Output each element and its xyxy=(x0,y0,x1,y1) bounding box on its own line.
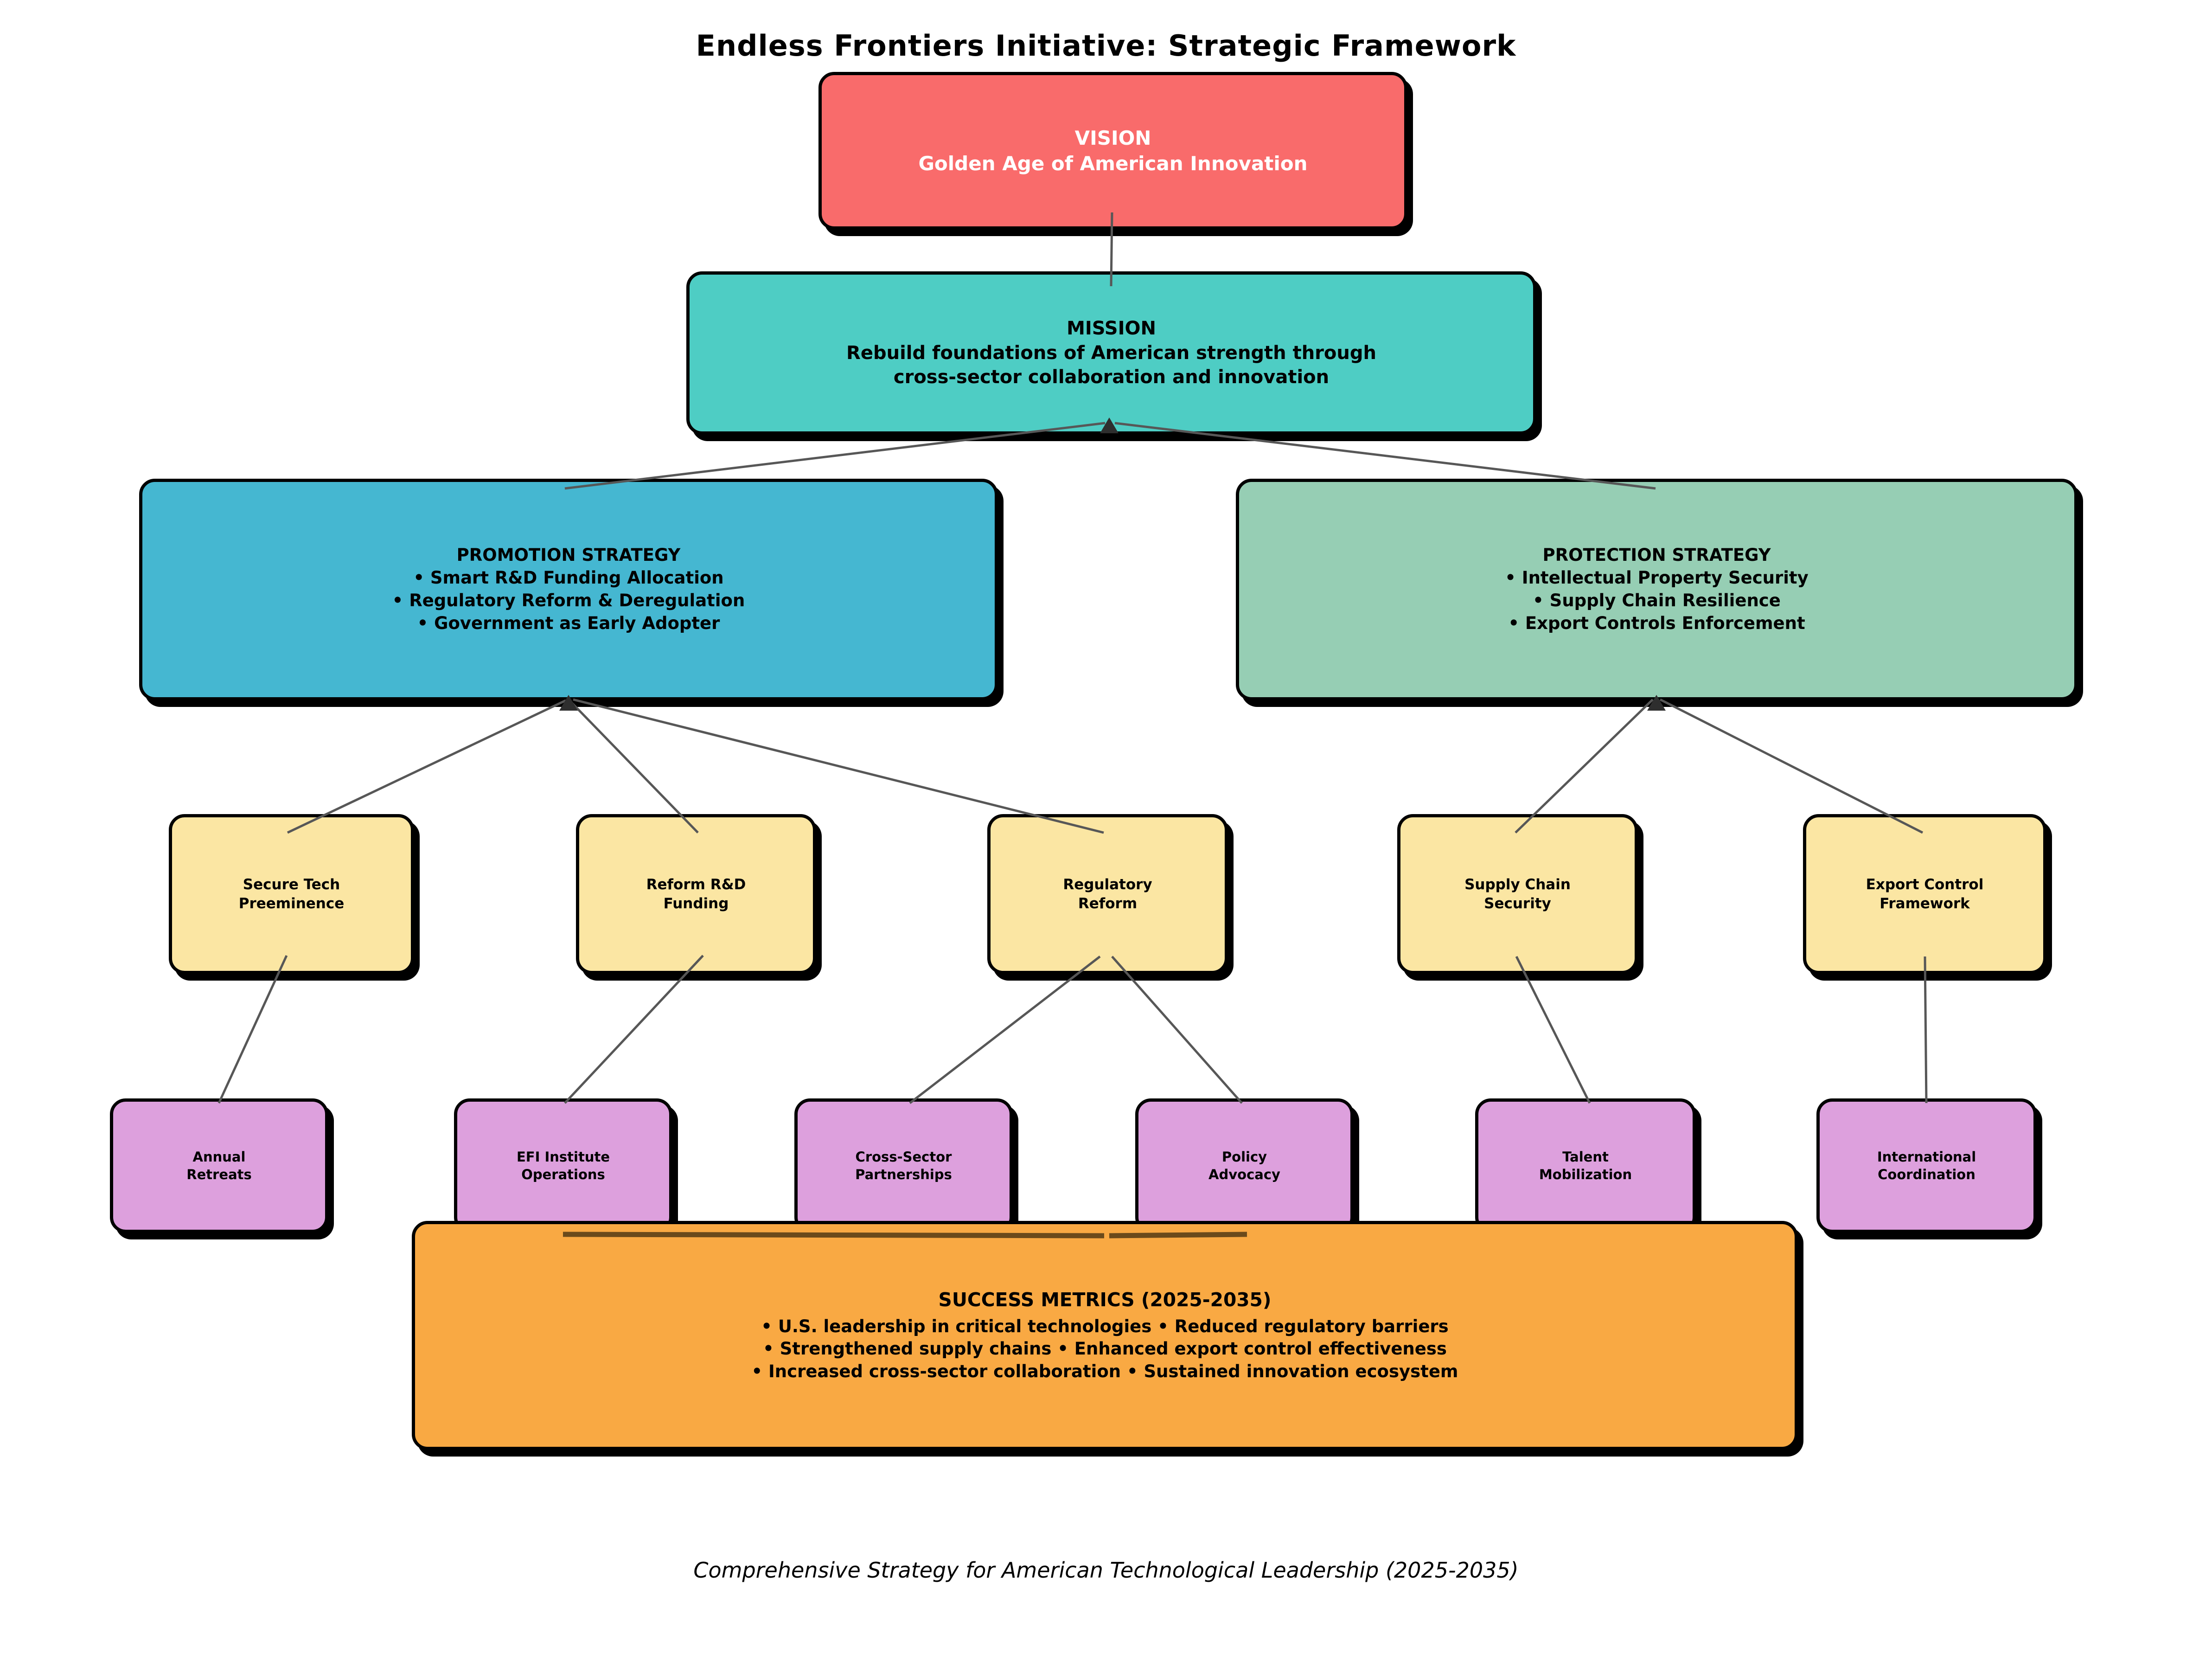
node-promotion-strategy: PROMOTION STRATEGY • Smart R&D Funding Al… xyxy=(139,479,998,700)
node-mission: MISSION Rebuild foundations of American s… xyxy=(686,271,1536,435)
node-supply-chain-security-line-1: Security xyxy=(1484,895,1551,912)
node-promotion-strategy-line-2: • Regulatory Reform & Deregulation xyxy=(392,591,745,610)
node-mission-line-1: Rebuild foundations of American strength… xyxy=(846,342,1376,364)
node-cross-sector-partnerships-line-1: Partnerships xyxy=(855,1167,952,1182)
node-success-metrics-line-1: • U.S. leadership in critical technologi… xyxy=(761,1316,1449,1336)
connector-line xyxy=(569,700,699,834)
node-protection-strategy-line-1: • Intellectual Property Security xyxy=(1505,568,1809,588)
node-international-coordination-line-0: International xyxy=(1877,1149,1976,1165)
connector-line xyxy=(1924,956,1928,1104)
node-protection-strategy-line-0: PROTECTION STRATEGY xyxy=(1542,545,1771,565)
node-vision-line-0: VISION xyxy=(1074,126,1151,149)
node-regulatory-reform-line-0: Regulatory xyxy=(1063,876,1152,893)
node-annual-retreats-line-1: Retreats xyxy=(186,1167,252,1182)
node-success-metrics-line-2: • Strengthened supply chains • Enhanced … xyxy=(763,1339,1447,1359)
node-efi-institute-operations-line-1: Operations xyxy=(521,1167,605,1182)
node-promotion-strategy-line-3: • Government as Early Adopter xyxy=(417,613,720,633)
node-promotion-strategy-line-1: • Smart R&D Funding Allocation xyxy=(413,568,724,588)
node-regulatory-reform-line-1: Reform xyxy=(1078,895,1138,912)
node-cross-sector-partnerships-line-0: Cross-Sector xyxy=(855,1149,952,1165)
connector-line xyxy=(1111,956,1243,1104)
node-export-control-framework-line-0: Export Control xyxy=(1866,876,1984,893)
node-talent-mobilization-line-1: Mobilization xyxy=(1539,1167,1632,1182)
connector-line xyxy=(564,955,704,1104)
node-efi-institute-operations-line-0: EFI Institute xyxy=(516,1149,610,1165)
connector-line xyxy=(909,956,1101,1104)
node-international-coordination-line-1: Coordination xyxy=(1878,1167,1975,1182)
node-reform-rd-funding-line-1: Funding xyxy=(663,895,729,912)
node-protection-strategy-line-2: • Supply Chain Resilience xyxy=(1533,591,1781,610)
connector-line xyxy=(287,699,567,834)
node-reform-rd-funding: Reform R&D Funding xyxy=(576,814,816,974)
connector-line xyxy=(1515,699,1654,834)
page-title: Endless Frontiers Initiative: Strategic … xyxy=(696,29,1516,63)
node-reform-rd-funding-line-0: Reform R&D xyxy=(646,876,746,893)
node-annual-retreats-line-0: Annual xyxy=(192,1149,246,1165)
node-mission-line-2: cross-sector collaboration and innovatio… xyxy=(893,366,1330,388)
node-mission-line-0: MISSION xyxy=(1067,317,1156,339)
node-protection-strategy-line-3: • Export Controls Enforcement xyxy=(1508,613,1805,633)
node-vision: VISION Golden Age of American Innovation xyxy=(818,72,1407,230)
footer-caption: Comprehensive Strategy for American Tech… xyxy=(693,1558,1519,1583)
node-policy-advocacy-line-1: Advocacy xyxy=(1208,1167,1280,1182)
node-secure-tech-preeminence-line-0: Secure Tech xyxy=(243,876,340,893)
node-secure-tech-preeminence-line-1: Preeminence xyxy=(238,895,345,912)
connector-line xyxy=(217,955,288,1104)
connector-line xyxy=(1659,698,1924,834)
node-success-metrics: SUCCESS METRICS (2025-2035) • U.S. leader… xyxy=(412,1221,1798,1450)
node-success-metrics-line-3: • Increased cross-sector collaboration •… xyxy=(751,1361,1458,1382)
node-promotion-strategy-line-0: PROMOTION STRATEGY xyxy=(456,545,681,565)
connector-line xyxy=(1515,956,1591,1104)
node-policy-advocacy-line-0: Policy xyxy=(1221,1149,1267,1165)
node-success-metrics-line-0: SUCCESS METRICS (2025-2035) xyxy=(938,1288,1272,1311)
node-supply-chain-security-line-0: Supply Chain xyxy=(1464,876,1571,893)
node-talent-mobilization-line-0: Talent xyxy=(1562,1149,1609,1165)
node-vision-line-1: Golden Age of American Innovation xyxy=(918,152,1308,175)
connector-line xyxy=(573,698,1104,834)
node-export-control-framework-line-1: Framework xyxy=(1880,895,1970,912)
node-protection-strategy: PROTECTION STRATEGY • Intellectual Proper… xyxy=(1236,479,2078,700)
